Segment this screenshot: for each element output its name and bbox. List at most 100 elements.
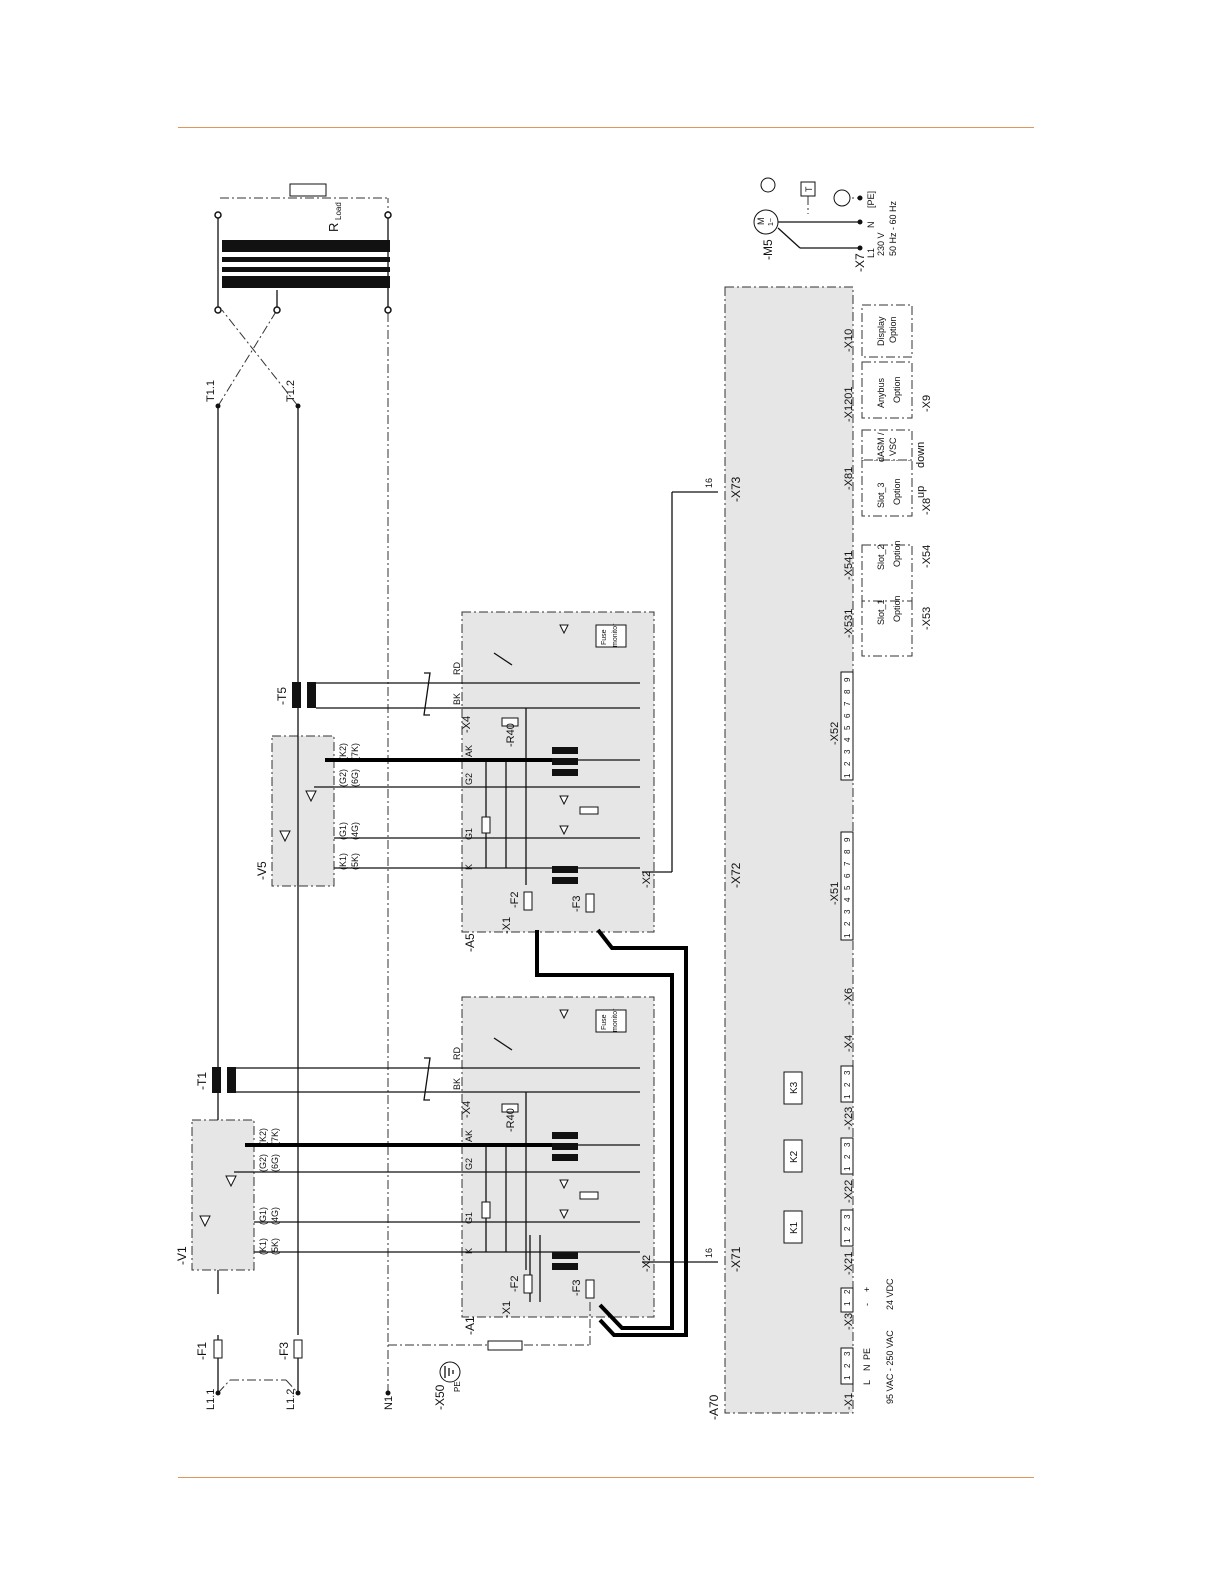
label-ctrl-x531: -X531	[843, 609, 855, 638]
label-motor-phase: 1~	[768, 218, 775, 226]
label-v5-g1: (G1)	[338, 822, 348, 840]
label-supply-dc: 24 VDC	[885, 1278, 895, 1310]
label-v1-g2: (G2)	[258, 1154, 268, 1172]
option-slots	[861, 304, 913, 657]
label-supply-l: L	[862, 1380, 872, 1385]
label-a1-rd: RD	[452, 1047, 462, 1060]
label-a1-r40: -R40	[505, 1108, 517, 1132]
top-rule	[178, 127, 1034, 128]
a5-internals	[481, 624, 627, 913]
label-motor-x7: -X7	[853, 253, 867, 272]
label-supply-plus: +	[862, 1287, 872, 1292]
label-v1: -V1	[175, 1246, 189, 1265]
x23-strip-pin: 1	[843, 1094, 852, 1099]
label-a5-monitor: monitor	[612, 623, 619, 647]
label-m5: -M5	[761, 239, 775, 260]
x51-strip-pin: 9	[843, 837, 852, 842]
label-ctrl-x52: -X52	[829, 722, 841, 745]
main-transformer	[214, 183, 392, 314]
label-anybus: Anybus	[876, 377, 886, 408]
label-v1-7k: (7K)	[270, 1128, 280, 1145]
label-a1-x1: -X1	[501, 1301, 513, 1318]
label-l12: L1.2	[285, 1389, 297, 1410]
label-v1-5k: (5K)	[270, 1238, 280, 1255]
x21-strip-pin: 1	[843, 1238, 852, 1243]
label-a1: -A1	[463, 1316, 477, 1335]
x51-strip-pin: 6	[843, 873, 852, 878]
label-f3-line: -F3	[277, 1342, 291, 1360]
label-a1-monitor: monitor	[612, 1008, 619, 1032]
thyristor-v1-box	[191, 1119, 255, 1271]
controller-a70-box	[724, 286, 854, 1414]
label-x72: -X72	[729, 862, 743, 888]
label-display-option: Option	[888, 316, 898, 343]
x52-strip-pin: 1	[843, 773, 852, 778]
x51-strip-pin: 3	[843, 909, 852, 914]
motor-m5	[753, 177, 863, 251]
label-supply-pe: PE	[862, 1348, 872, 1360]
label-k1: K1	[789, 1221, 800, 1234]
ct-t1-primary	[212, 1067, 221, 1093]
label-a1-ak: AK	[464, 1130, 474, 1142]
label-display: Display	[876, 316, 886, 346]
label-f1: -F1	[195, 1342, 209, 1360]
label-motor-t: T	[804, 186, 814, 192]
x51-strip-pin: 8	[843, 849, 852, 854]
label-a5-f3: -F3	[571, 896, 583, 913]
pe-symbol	[439, 1361, 461, 1383]
label-motor-m: M	[756, 218, 766, 226]
label-x73-16: 16	[704, 478, 714, 488]
label-motor-voltage: 230 V	[876, 232, 886, 256]
label-ctrl-x541: -X541	[843, 551, 855, 580]
label-t5: -T5	[275, 687, 289, 705]
label-ctrl-x21: -X21	[843, 1252, 855, 1275]
label-v5-7k: (7K)	[350, 743, 360, 760]
label-ctrl-x51: -X51	[829, 882, 841, 905]
x52-strip-pin: 9	[843, 677, 852, 682]
x1-strip-pin: 2	[843, 1363, 852, 1368]
label-down: down	[915, 442, 927, 468]
x51-strip-pin: 1	[843, 933, 852, 938]
label-ctrl-x6: -X6	[843, 988, 855, 1005]
label-a5-x1: -X1	[501, 917, 513, 934]
x1-strip-pin: 1	[843, 1375, 852, 1380]
x23-strip-pin: 2	[843, 1082, 852, 1087]
label-slot1: Slot_1	[876, 599, 886, 625]
label-v5-k2: (K2)	[338, 743, 348, 760]
x51-strip-pin: 7	[843, 861, 852, 866]
a1-internals	[481, 1009, 627, 1299]
label-v1-k1: (K1)	[258, 1238, 268, 1255]
label-supply-ac: 95 VAC - 250 VAC	[885, 1330, 895, 1404]
label-v5-6g: (6G)	[350, 769, 360, 787]
x23-strip-pin: 3	[843, 1070, 852, 1075]
label-anybus-option: Option	[892, 376, 902, 403]
label-a5-bk: BK	[452, 693, 462, 705]
label-x73: -X73	[729, 476, 743, 502]
label-ctrl-x1201: -X1201	[843, 387, 855, 422]
label-ctrl-x1: -X1	[843, 1393, 855, 1410]
label-v5-5k: (5K)	[350, 853, 360, 870]
label-slot3: Slot_3	[876, 482, 886, 508]
label-a5-x2: -X2	[641, 871, 653, 888]
label-a1-bk: BK	[452, 1078, 462, 1090]
label-k3: K3	[789, 1081, 800, 1094]
label-a5-r40: -R40	[505, 723, 517, 747]
label-ctrl-x81: -X81	[843, 467, 855, 490]
label-ctrl-x8: -X8	[921, 498, 933, 515]
label-motor-pe: [PE]	[866, 191, 876, 208]
label-ctrl-x22: -X22	[843, 1180, 855, 1203]
label-up: up	[915, 486, 927, 498]
fuse-f3	[293, 1339, 303, 1359]
label-ctrl-x54: -X54	[921, 545, 933, 568]
label-a5-g1: G1	[464, 828, 474, 840]
label-motor-freq: 50 Hz - 60 Hz	[888, 200, 898, 256]
label-a5-x4: -X4	[461, 716, 473, 733]
label-a1-f2: -F2	[509, 1276, 521, 1293]
x51-strip-pin: 4	[843, 897, 852, 902]
label-a1-g1: G1	[464, 1212, 474, 1224]
label-a5-ak: AK	[464, 745, 474, 757]
label-t11: T1.1	[205, 380, 217, 402]
label-a1-f3: -F3	[571, 1280, 583, 1297]
label-t12: T1.2	[285, 380, 297, 402]
ct-t5-secondary	[307, 682, 316, 708]
